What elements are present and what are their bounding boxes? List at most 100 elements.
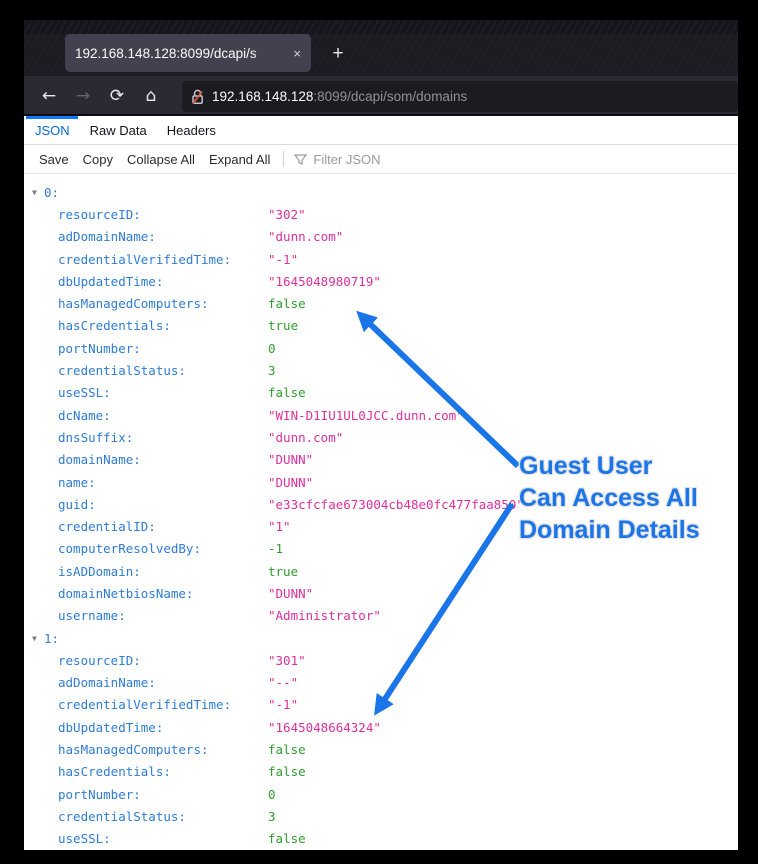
json-value: true xyxy=(268,563,299,579)
twisty-icon[interactable]: ▼ xyxy=(32,633,37,643)
json-property-row: dnsSuffix:"dunn.com" xyxy=(24,426,738,448)
back-button[interactable]: ← xyxy=(41,86,57,106)
json-section-row[interactable]: ▼ 1: xyxy=(24,627,738,649)
close-tab-icon[interactable]: × xyxy=(293,45,301,61)
json-property-row: username:"Administrator" xyxy=(24,605,738,627)
json-key: adDomainName: xyxy=(58,675,156,691)
json-property-row: dbUpdatedTime: "1645048664324" xyxy=(24,716,738,738)
json-value: false xyxy=(268,831,306,847)
json-key: guid: xyxy=(58,496,96,512)
tab-headers[interactable]: Headers xyxy=(166,122,216,138)
window-titlebar xyxy=(24,20,738,34)
twisty-icon[interactable]: ▼ xyxy=(32,187,37,197)
url-path: :8099/dcapi/som/domains xyxy=(313,88,468,104)
viewer-toolbar: Save Copy Collapse All Expand All Filter… xyxy=(24,145,738,174)
json-value: "--" xyxy=(268,675,299,691)
json-property-row: resourceID:"301" xyxy=(24,649,738,671)
json-value: "-1" xyxy=(268,251,299,267)
json-value: false xyxy=(268,742,306,758)
json-key: dbUpdatedTime: xyxy=(58,273,164,289)
browser-tab[interactable]: 192.168.148.128:8099/dcapi/s × xyxy=(65,34,311,72)
insecure-lock-icon xyxy=(190,88,205,105)
active-tab-indicator xyxy=(26,116,78,119)
json-key: credentialVerifiedTime: xyxy=(58,251,232,267)
tab-json[interactable]: JSON xyxy=(35,122,70,138)
expand-all-button[interactable]: Expand All xyxy=(208,151,271,167)
json-key: portNumber: xyxy=(58,340,141,356)
json-value: 3 xyxy=(268,363,276,379)
new-tab-button[interactable]: + xyxy=(332,43,344,64)
json-property-row: adDomainName: "dunn.com" xyxy=(24,226,738,248)
json-property-row: portNumber:0 xyxy=(24,783,738,805)
json-key: hasCredentials: xyxy=(58,318,171,334)
json-value: false xyxy=(268,764,306,780)
json-property-row: hasManagedComputers:false xyxy=(24,292,738,314)
json-key: hasManagedComputers: xyxy=(58,742,209,758)
annotation-text: Guest User Can Access All Domain Details xyxy=(519,450,734,546)
filter-placeholder: Filter JSON xyxy=(313,151,381,167)
json-value: "DUNN" xyxy=(268,585,314,601)
copy-button[interactable]: Copy xyxy=(82,151,113,167)
json-value: "-1" xyxy=(268,697,299,713)
json-key: credentialStatus: xyxy=(58,363,186,379)
json-value: true xyxy=(268,318,299,334)
tab-title: 192.168.148.128:8099/dcapi/s xyxy=(75,45,257,61)
json-key: dnsSuffix: xyxy=(58,429,134,445)
json-property-row: portNumber: 0 xyxy=(24,337,738,359)
json-key: credentialVerifiedTime: xyxy=(58,697,232,713)
forward-button[interactable]: → xyxy=(75,86,91,106)
json-value: "DUNN" xyxy=(268,452,314,468)
json-value: "301" xyxy=(268,652,306,668)
json-property-row: dbUpdatedTime:"1645048980719" xyxy=(24,270,738,292)
save-button[interactable]: Save xyxy=(39,151,69,167)
filter-json-input[interactable]: Filter JSON xyxy=(290,151,381,167)
json-section-row[interactable]: ▼ 0: xyxy=(24,181,738,203)
json-key: credentialID: xyxy=(58,519,156,535)
json-key: username: xyxy=(58,608,126,624)
json-section-label: 0: xyxy=(44,184,60,200)
annotation-line: Can Access All xyxy=(519,484,698,512)
json-value: "302" xyxy=(268,206,306,222)
json-property-row: domainNetbiosName:"DUNN" xyxy=(24,582,738,604)
json-property-row: credentialVerifiedTime: "-1" xyxy=(24,248,738,270)
json-key: credentialStatus: xyxy=(58,808,186,824)
json-property-row: credentialID:"1" xyxy=(24,515,738,537)
json-section-label: 1: xyxy=(44,630,60,646)
home-button[interactable]: ⌂ xyxy=(145,86,157,106)
json-property-row: credentialStatus: 3 xyxy=(24,359,738,381)
json-key: adDomainName: xyxy=(58,229,156,245)
json-value: 0 xyxy=(268,340,276,356)
json-property-row: useSSL:false xyxy=(24,828,738,850)
toolbar-divider xyxy=(283,151,285,167)
json-property-row: name:"DUNN" xyxy=(24,471,738,493)
json-value: 3 xyxy=(268,808,276,824)
json-value: "dunn.com" xyxy=(268,229,344,245)
json-property-row: hasCredentials: false xyxy=(24,761,738,783)
json-property-row: credentialVerifiedTime: "-1" xyxy=(24,694,738,716)
json-key: computerResolvedBy: xyxy=(58,541,201,557)
browser-navbar: ← → ⟳ ⌂ 192.168.148.128:8099/dcapi/som/d… xyxy=(24,76,738,116)
json-property-row: credentialStatus: 3 xyxy=(24,805,738,827)
json-value: "1645048664324" xyxy=(268,719,381,735)
json-key: dbUpdatedTime: xyxy=(58,719,164,735)
collapse-all-button[interactable]: Collapse All xyxy=(127,151,195,167)
json-key: name: xyxy=(58,474,96,490)
json-value: -1 xyxy=(268,541,284,557)
json-property-row: dcName:"WIN-D1IU1UL0JCC.dunn.com" xyxy=(24,404,738,426)
reload-button[interactable]: ⟳ xyxy=(109,86,125,106)
tab-raw-data[interactable]: Raw Data xyxy=(89,122,147,138)
json-key: dcName: xyxy=(58,407,111,423)
json-key: portNumber: xyxy=(58,786,141,802)
url-bar[interactable]: 192.168.148.128:8099/dcapi/som/domains xyxy=(182,80,738,112)
json-value: false xyxy=(268,296,306,312)
json-key: hasCredentials: xyxy=(58,764,171,780)
json-property-row: computerResolvedBy: -1 xyxy=(24,538,738,560)
json-value: false xyxy=(268,385,306,401)
json-property-row: useSSL:false xyxy=(24,382,738,404)
json-key: isADDomain: xyxy=(58,563,141,579)
json-property-row: isADDomain: true xyxy=(24,560,738,582)
json-key: resourceID: xyxy=(58,206,141,222)
url-text: 192.168.148.128:8099/dcapi/som/domains xyxy=(212,89,467,104)
browser-tab-bar: 192.168.148.128:8099/dcapi/s × + xyxy=(24,34,738,76)
